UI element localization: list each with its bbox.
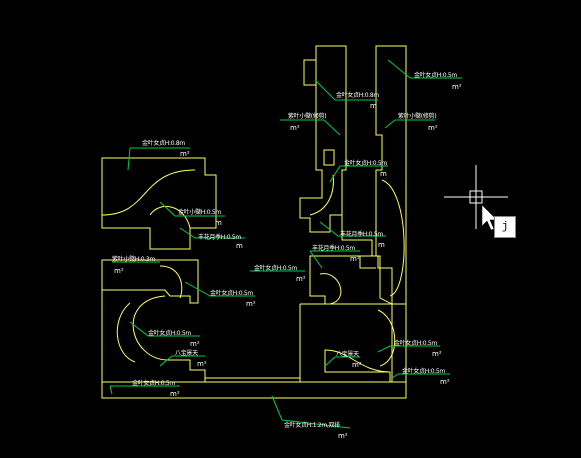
- unit-center-mid: m²: [296, 275, 306, 283]
- outline-bottom-notches: [204, 377, 301, 382]
- curve-left-small: [159, 265, 183, 299]
- unit-right-mid: m: [378, 241, 385, 249]
- unit-left-lower: m²: [190, 340, 200, 348]
- label-left-lower2: 八宝景天: [175, 350, 198, 357]
- unit-left-inner: m: [215, 219, 222, 227]
- curve-left-ellipse: [116, 302, 136, 363]
- outline-right-lower: [300, 303, 407, 383]
- label-left-small: 紫叶小檗H:0.3m: [112, 256, 155, 263]
- outline-column-1: [299, 45, 347, 233]
- curve-topleft: [101, 169, 196, 216]
- label-bottom-center: 金叶女贞H:1.2m,双排: [284, 422, 340, 429]
- leader-lines: [109, 59, 462, 429]
- unit-right-bottom: m²: [440, 378, 450, 386]
- outline-left-big: [101, 290, 206, 383]
- crosshair-cursor: [444, 165, 508, 231]
- label-left-block: 金叶女贞H:0.8m: [142, 140, 185, 147]
- label-right-bottom: 金叶女贞H:0.5m: [402, 368, 445, 375]
- label-left-inner2: 丰花月季H:0.5m: [198, 234, 241, 241]
- outline-mid-center: [341, 170, 376, 269]
- outline-bottom-band: [101, 381, 407, 399]
- label-right-mid2: 丰花月季H:0.5m: [312, 245, 355, 252]
- cursor-tooltip: j: [494, 216, 516, 238]
- label-top-mid: 金叶女贞H:0.8m: [336, 92, 379, 99]
- label-right-mid: 丰花月季H:0.5m: [340, 231, 383, 238]
- label-left-inner: 金叶小檗H:0.5m: [178, 209, 221, 216]
- label-left-lower: 金叶女贞H:0.5m: [148, 330, 191, 337]
- unit-left-block: m²: [180, 150, 190, 158]
- outline-left-lower: [101, 259, 199, 304]
- label-right-lower: 八宝景天: [336, 351, 359, 358]
- label-bottom-left: 金叶女贞H:0.5m: [132, 380, 175, 387]
- curve-right-mid: [319, 273, 342, 305]
- unit-left-small: m²: [114, 267, 124, 275]
- unit-right-lower: m²: [352, 361, 362, 369]
- curve-right-lower: [377, 309, 396, 367]
- unit-right-lower2: m²: [432, 350, 442, 358]
- label-mid-left-a: 紫叶小檗(修剪): [288, 113, 327, 120]
- unit-mid-center: m: [380, 170, 387, 178]
- unit-top-mid: m: [370, 102, 377, 110]
- outline-column-4: [323, 149, 335, 166]
- outline-column-2: [303, 59, 317, 86]
- curve-topleft-inner: [149, 206, 191, 229]
- unit-mid-right-a: m²: [428, 124, 438, 132]
- unit-left-mid: m²: [246, 300, 256, 308]
- label-mid-center: 金叶女贞H:0.5m: [344, 160, 387, 167]
- curve-column-3: [381, 179, 405, 297]
- curve-column-1: [309, 174, 334, 216]
- label-left-mid: 金叶女贞H:0.5m: [210, 290, 253, 297]
- unit-top-right: m²: [452, 83, 462, 91]
- label-right-lower2: 金叶女贞H:0.5m: [394, 340, 437, 347]
- label-center-mid: 金叶女贞H:0.5m: [254, 265, 297, 272]
- unit-right-mid2: m²: [350, 255, 360, 263]
- unit-bottom-left: m²: [170, 390, 180, 398]
- unit-bottom-center: m²: [338, 432, 348, 440]
- outline-column-3: [375, 45, 407, 383]
- unit-mid-left-a: m²: [290, 124, 300, 132]
- unit-left-inner2: m: [236, 242, 243, 250]
- planting-outlines: [101, 45, 407, 399]
- label-top-right: 金叶女贞H:0.5m: [414, 72, 457, 79]
- unit-left-lower2: m²: [197, 360, 207, 368]
- label-mid-right-a: 紫叶小檗(修剪): [398, 113, 437, 120]
